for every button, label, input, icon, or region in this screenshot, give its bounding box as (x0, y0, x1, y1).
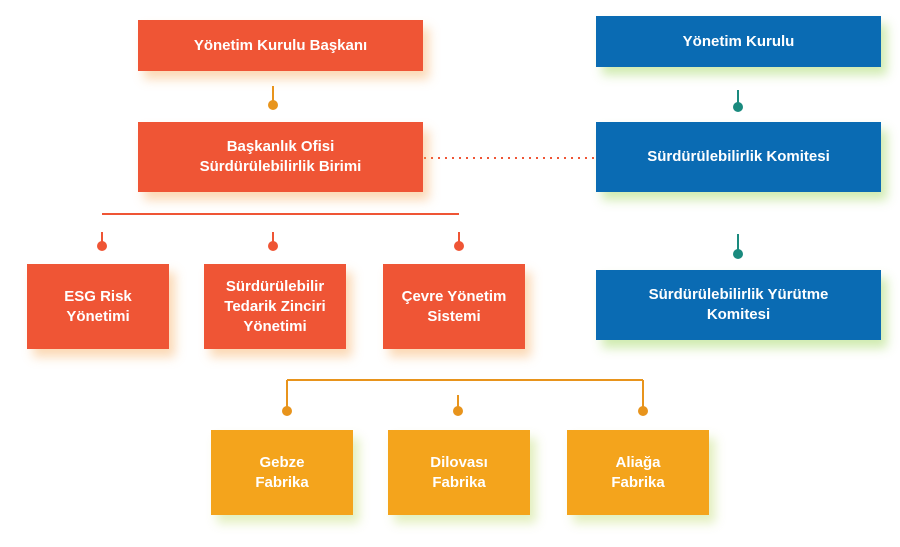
supply-chain-label: Sürdürülebilir Tedarik Zinciri Yönetimi (224, 277, 326, 335)
esg-risk-box: ESG Risk Yönetimi (27, 264, 169, 349)
board-label: Yönetim Kurulu (682, 32, 795, 50)
connector-chairman-office (268, 86, 278, 110)
committee-label: Sürdürülebilirlik Komitesi (647, 148, 830, 165)
dilovasi-factory-label: Dilovası Fabrika (430, 453, 488, 491)
executive-committee-label: Sürdürülebilirlik Yürütme Komitesi (648, 286, 829, 323)
connector-gebze (282, 380, 292, 416)
environment-label: Çevre Yönetim Sistemi (401, 287, 507, 325)
esg-risk-label: ESG Risk Yönetimi (64, 287, 132, 325)
gebze-factory-label: Gebze Fabrika (255, 453, 309, 491)
committee-box: Sürdürülebilirlik Komitesi (596, 122, 881, 192)
board-box: Yönetim Kurulu (596, 16, 881, 67)
chairman-office-box: Başkanlık Ofisi Sürdürülebilirlik Birimi (138, 122, 423, 192)
connector-esg-risk (97, 232, 107, 251)
chairman-box: Yönetim Kurulu Başkanı (138, 20, 423, 71)
connector-environment (454, 232, 464, 251)
gebze-factory-box: Gebze Fabrika (211, 430, 353, 515)
connector-dilovasi (453, 395, 463, 416)
executive-committee-box: Sürdürülebilirlik Yürütme Komitesi (596, 270, 881, 340)
aliaga-factory-box: Aliağa Fabrika (567, 430, 709, 515)
aliaga-factory-label: Aliağa Fabrika (611, 453, 665, 491)
supply-chain-box: Sürdürülebilir Tedarik Zinciri Yönetimi (204, 264, 346, 349)
connector-committee-executive (733, 234, 743, 259)
chairman-label: Yönetim Kurulu Başkanı (193, 36, 368, 54)
dilovasi-factory-box: Dilovası Fabrika (388, 430, 530, 515)
connector-board-committee (733, 90, 743, 112)
connector-supply-chain (268, 232, 278, 251)
connector-aliaga (638, 380, 648, 416)
chairman-office-label: Başkanlık Ofisi Sürdürülebilirlik Birimi (199, 138, 362, 175)
environment-box: Çevre Yönetim Sistemi (383, 264, 525, 349)
